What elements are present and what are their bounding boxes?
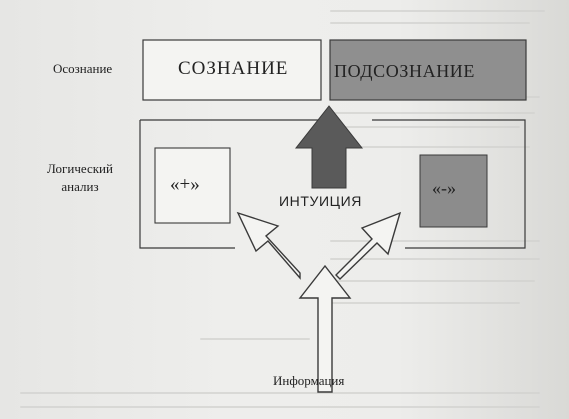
information-label: Информация xyxy=(273,373,345,388)
consciousness-box xyxy=(142,39,322,101)
intuition-text: ИНТУИЦИЯ xyxy=(279,193,363,209)
logical-analysis-label-line2: анализ xyxy=(61,179,99,194)
subconscious-box xyxy=(329,39,527,101)
minus-text: «-» xyxy=(432,178,456,198)
consciousness-text: СОЗНАНИЕ xyxy=(178,58,289,79)
intuition-up-arrow xyxy=(294,105,364,189)
up-information-arrow xyxy=(298,264,352,393)
left-information-arrow xyxy=(236,211,301,280)
plus-text: «+» xyxy=(170,174,200,195)
awareness-label: Осознание xyxy=(53,61,113,76)
logical-analysis-label: Логический анализ xyxy=(45,160,115,196)
logic-frame xyxy=(139,119,526,249)
minus-box xyxy=(419,154,488,228)
subconscious-text: ПОДСОЗНАНИЕ xyxy=(334,61,475,81)
logical-analysis-label-line1: Логический xyxy=(47,161,113,176)
right-information-arrow xyxy=(335,211,402,280)
plus-box xyxy=(154,147,231,224)
